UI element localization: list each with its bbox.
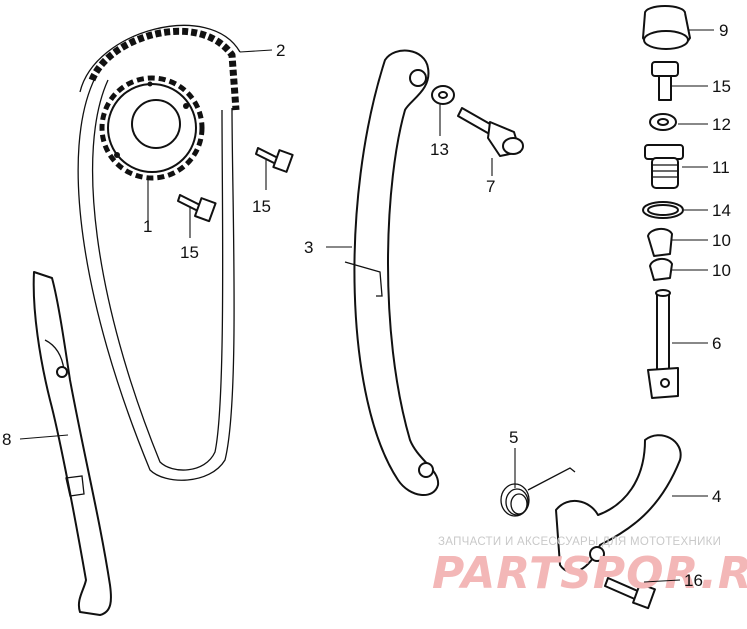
callout-14: 14 — [712, 201, 731, 220]
pushrod-6 — [647, 289, 679, 399]
cam-sprocket — [99, 75, 205, 181]
collar-10b — [649, 258, 673, 281]
collar-10a — [647, 228, 673, 257]
callout-15b: 15 — [180, 243, 199, 262]
callout-16: 16 — [684, 571, 703, 590]
callout-11: 11 — [712, 158, 730, 177]
callout-9: 9 — [719, 21, 728, 40]
callout-5: 5 — [509, 428, 518, 447]
watermark: ЗАПЧАСТИ И АКСЕССУАРЫ ДЛЯ МОТОТЕХНИКИ PA… — [432, 536, 747, 599]
cap-9 — [642, 5, 691, 50]
watermark-logo: PARTSPOR.RU — [432, 548, 747, 599]
washer-13 — [431, 85, 455, 105]
callout-6: 6 — [712, 334, 721, 353]
bolt-16 — [604, 577, 656, 610]
callout-8: 8 — [2, 430, 11, 449]
tensioner-lever-4 — [555, 434, 682, 574]
cam-chain — [77, 24, 241, 481]
callout-10a: 10 — [712, 231, 731, 250]
bolt-15-lower — [177, 194, 217, 223]
pivot-bolt-7 — [457, 107, 524, 157]
tensioner-body-11 — [644, 144, 684, 189]
callout-7: 7 — [486, 177, 495, 196]
callout-2: 2 — [276, 41, 285, 60]
chain-guide — [32, 271, 112, 616]
leader-lines — [19, 29, 714, 583]
spring-5 — [500, 467, 576, 517]
callout-15a: 15 — [252, 197, 271, 216]
callout-13: 13 — [430, 140, 449, 159]
bolt-15-upper — [255, 147, 294, 173]
bolt-15-right — [651, 61, 679, 101]
washer-12 — [649, 113, 677, 131]
watermark-tagline: ЗАПЧАСТИ И АКСЕССУАРЫ ДЛЯ МОТОТЕХНИКИ — [438, 536, 721, 548]
callouts: 1 2 3 4 5 6 7 8 9 10 10 11 12 13 14 15 1… — [2, 21, 731, 590]
callout-3: 3 — [304, 238, 313, 257]
callout-4: 4 — [712, 487, 721, 506]
callout-12: 12 — [712, 115, 731, 134]
o-ring-14 — [642, 201, 684, 219]
callout-1: 1 — [143, 217, 152, 236]
callout-15c: 15 — [712, 77, 731, 96]
tensioner-arm — [344, 49, 440, 496]
callout-10b: 10 — [712, 261, 731, 280]
